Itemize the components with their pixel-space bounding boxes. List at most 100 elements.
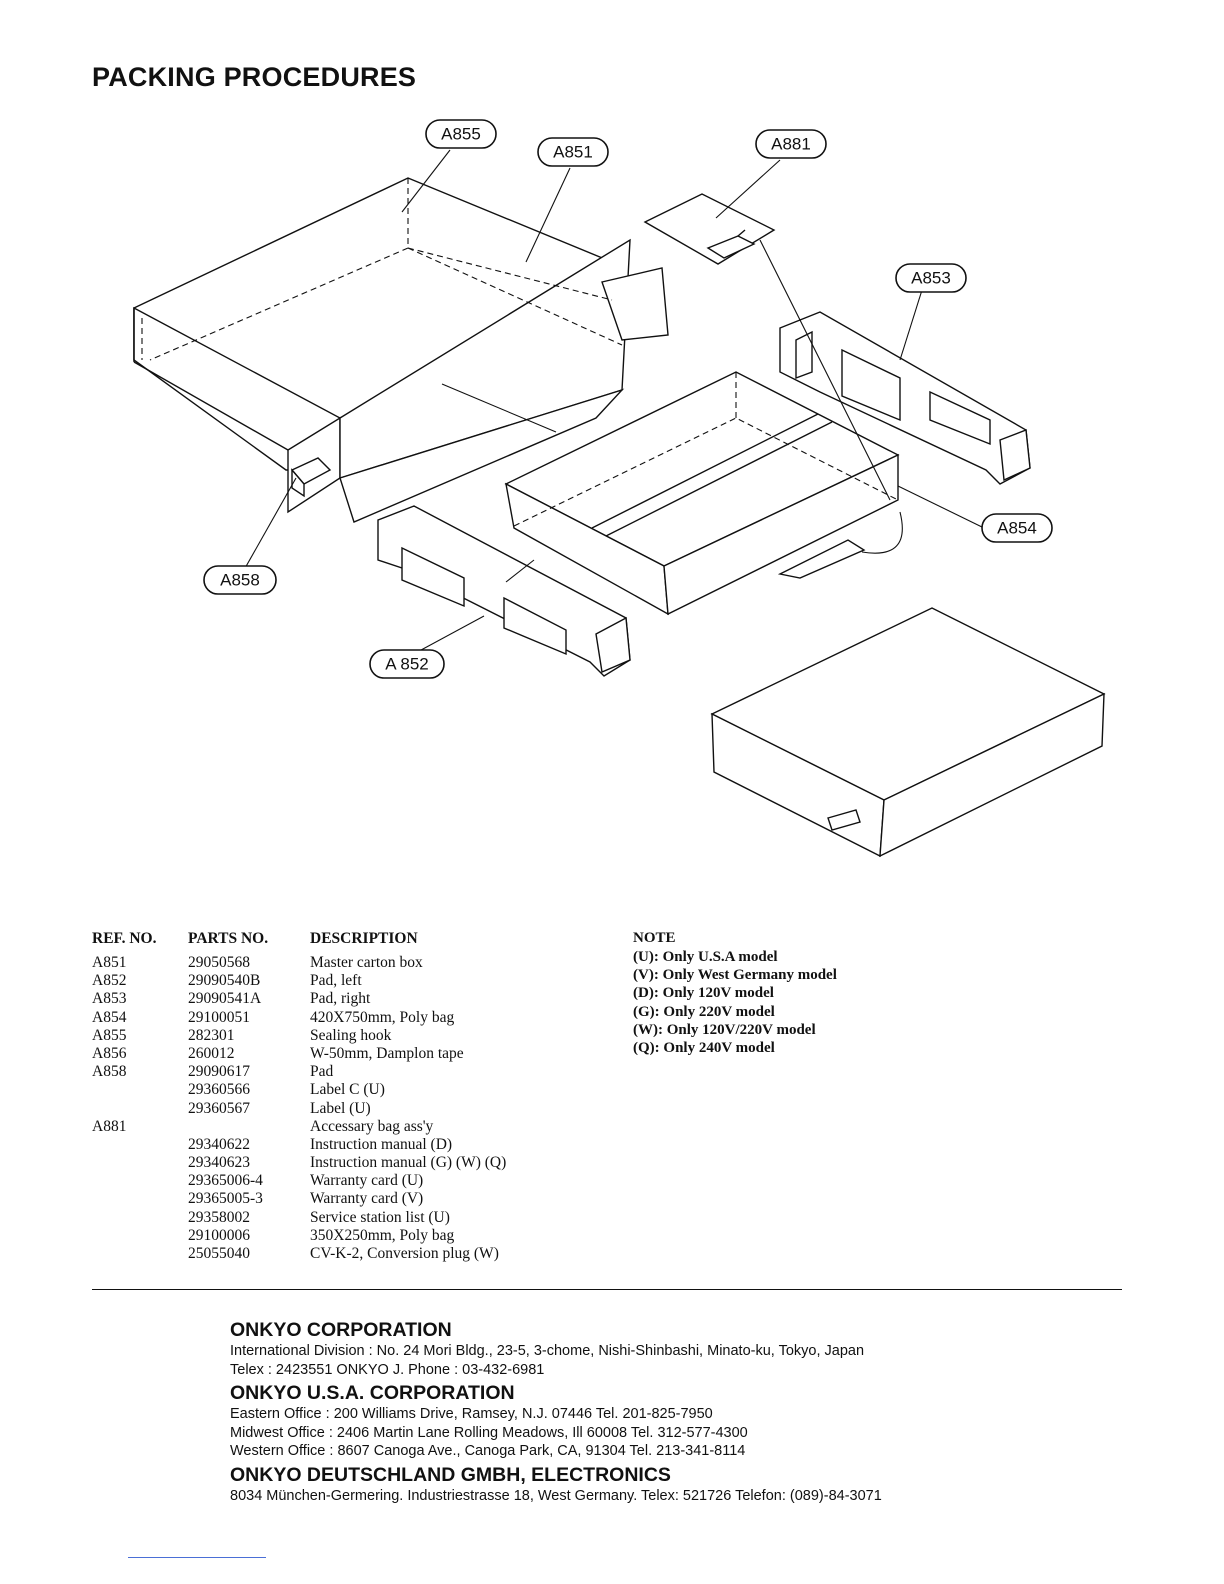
parts-no: 29090540B [188, 972, 261, 990]
packed-carton [710, 607, 1106, 858]
description: Pad, right [310, 990, 371, 1008]
description: W-50mm, Damplon tape [310, 1044, 464, 1062]
callout-a851: A851 [537, 137, 609, 167]
onkyo-usa-name: ONKYO U.S.A. CORPORATION [230, 1382, 515, 1404]
germany-address: 8034 München-Germering. Industriestrasse… [230, 1487, 882, 1504]
note-line: (W): Only 120V/220V model [633, 1021, 816, 1038]
onkyo-telex-phone: Telex : 2423551 ONKYO J. Phone : 03-432-… [230, 1361, 545, 1378]
description: 350X250mm, Poly bag [310, 1226, 455, 1244]
table-row: A851 29050568 Master carton box [92, 954, 630, 972]
description: Warranty card (U) [310, 1172, 424, 1190]
parts-no: 260012 [188, 1044, 235, 1062]
description: Accessary bag ass'y [310, 1117, 434, 1135]
ref-no: A852 [92, 972, 127, 990]
ref-no: A853 [92, 990, 127, 1008]
table-row: 29365005-3 Warranty card (V) [92, 1190, 630, 1208]
callout-a855: A855 [425, 119, 497, 149]
company-footer: ONKYO CORPORATION International Division… [230, 1318, 882, 1505]
description: Pad, left [310, 972, 362, 990]
ref-no [92, 1154, 188, 1172]
description: Instruction manual (D) [310, 1135, 453, 1153]
table-row: A856 260012 W-50mm, Damplon tape [92, 1045, 630, 1063]
parts-table: REF. NO. PARTS NO. DESCRIPTION A851 29050… [92, 930, 630, 1263]
ref-no [92, 1100, 188, 1118]
table-row: 29340622 Instruction manual (D) [92, 1136, 630, 1154]
usa-western-office: Western Office : 8607 Canoga Ave., Canog… [230, 1443, 746, 1459]
description: Master carton box [310, 954, 423, 971]
description: Label C (U) [310, 1081, 385, 1099]
description: Warranty card (V) [310, 1190, 424, 1208]
svg-text:A855: A855 [441, 125, 481, 144]
ref-no [92, 1136, 188, 1154]
onkyo-corporation-name: ONKYO CORPORATION [230, 1319, 452, 1341]
usa-eastern-office: Eastern Office : 200 Williams Drive, Ram… [230, 1406, 713, 1422]
parts-no: 29365005-3 [188, 1190, 263, 1208]
description-header: DESCRIPTION [310, 930, 418, 947]
svg-text:A853: A853 [911, 269, 951, 288]
svg-text:A881: A881 [771, 135, 811, 154]
parts-no: 29090541A [188, 990, 262, 1008]
ref-no: A851 [92, 954, 127, 971]
callout-a881: A881 [755, 129, 827, 159]
ref-no: A881 [92, 1117, 127, 1135]
parts-no: 29358002 [188, 1208, 250, 1226]
ref-no [92, 1190, 188, 1208]
parts-no: 29050568 [188, 954, 250, 971]
parts-no: 29365006-4 [188, 1172, 263, 1190]
svg-text:A 852: A 852 [385, 655, 429, 674]
parts-no: 282301 [188, 1026, 235, 1044]
svg-text:A858: A858 [220, 571, 260, 590]
packing-diagram: A855 A851 A881 A853 A854 A858 A 852 [133, 119, 1106, 858]
description: Sealing hook [310, 1026, 392, 1044]
master-carton-box [133, 177, 669, 523]
parts-no: 29360566 [188, 1081, 250, 1099]
ref-no: A855 [92, 1026, 127, 1044]
table-row: 29358002 Service station list (U) [92, 1209, 630, 1227]
description: Instruction manual (G) (W) (Q) [310, 1154, 507, 1172]
bagged-unit [504, 371, 900, 616]
callout-a853: A853 [895, 263, 967, 293]
parts-no: 29340622 [188, 1135, 250, 1153]
note-line: (Q): Only 240V model [633, 1039, 775, 1056]
page-title: PACKING PROCEDURES [92, 62, 417, 92]
callout-a852: A 852 [369, 649, 445, 679]
note-line: (V): Only West Germany model [633, 967, 837, 984]
pad-left [377, 505, 631, 677]
table-row: A881 Accessary bag ass'y [92, 1118, 630, 1136]
note-line: (D): Only 120V model [633, 985, 774, 1002]
ref-no [92, 1172, 188, 1190]
ref-no-header: REF. NO. [92, 930, 157, 947]
ref-no [92, 1209, 188, 1227]
ref-no [92, 1227, 188, 1245]
parts-no [188, 1118, 310, 1136]
svg-text:A851: A851 [553, 143, 593, 162]
onkyo-germany-name: ONKYO DEUTSCHLAND GMBH, ELECTRONICS [230, 1463, 671, 1486]
divider [92, 1289, 1122, 1290]
table-row: 29365006-4 Warranty card (U) [92, 1172, 630, 1190]
parts-no: 29100006 [188, 1226, 250, 1244]
callout-a858: A858 [203, 565, 277, 595]
table-row: 29100006 350X250mm, Poly bag [92, 1227, 630, 1245]
svg-text:A854: A854 [997, 519, 1037, 538]
note-line: (G): Only 220V model [633, 1003, 775, 1020]
description: Label (U) [310, 1099, 371, 1117]
table-row: 29360566 Label C (U) [92, 1081, 630, 1099]
table-row: 29360567 Label (U) [92, 1100, 630, 1118]
parts-no: 29100051 [188, 1008, 250, 1026]
ref-no: A858 [92, 1063, 127, 1081]
ref-no: A856 [92, 1044, 127, 1062]
accessory-bag [643, 193, 776, 265]
parts-no-header: PARTS NO. [188, 930, 269, 947]
description: Service station list (U) [310, 1208, 450, 1226]
description: CV-K-2, Conversion plug (W) [310, 1245, 499, 1262]
pad-right [779, 311, 1031, 485]
note-heading: NOTE [633, 930, 676, 946]
usa-midwest-office: Midwest Office : 2406 Martin Lane Rollin… [230, 1424, 748, 1441]
bottom-divider [128, 1557, 266, 1558]
parts-table-header: REF. NO. PARTS NO. DESCRIPTION [92, 930, 630, 954]
parts-no: 29360567 [188, 1099, 250, 1117]
